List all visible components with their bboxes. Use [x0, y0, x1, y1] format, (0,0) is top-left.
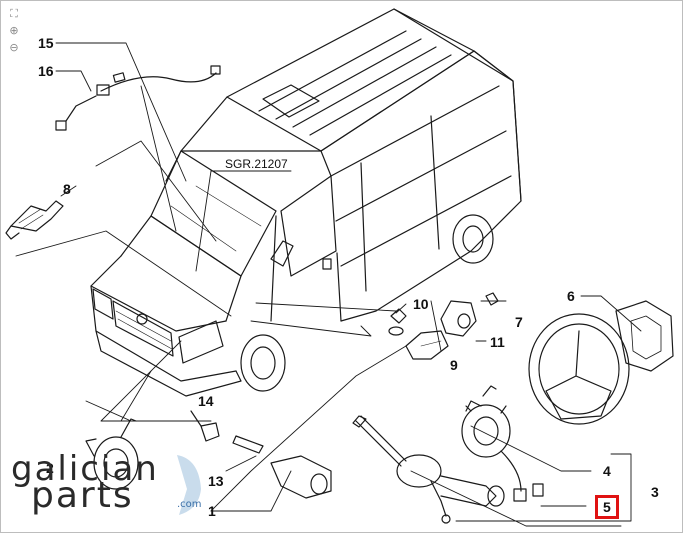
part-15-16-harness: [55, 65, 221, 131]
callout-6[interactable]: 6: [567, 288, 575, 304]
logo-line1: galician: [11, 449, 159, 489]
callout-3[interactable]: 3: [651, 484, 659, 500]
part-11-lamp: [440, 300, 477, 337]
van-illustration: [90, 8, 522, 397]
zoom-out-icon[interactable]: ⊖: [9, 41, 19, 54]
callout-5-highlighted[interactable]: 5: [595, 495, 619, 519]
leader-lines: [15, 42, 642, 527]
steering-wheel: [528, 313, 630, 425]
part-1-connector: [270, 455, 332, 499]
expand-icon[interactable]: ⛶: [10, 7, 18, 20]
callout-16[interactable]: 16: [38, 63, 54, 79]
callout-7[interactable]: 7: [515, 314, 523, 330]
part-6-airbag: [615, 300, 674, 372]
part-10-bulb: [388, 308, 407, 336]
part-4-clockspring: [461, 385, 544, 502]
callout-13[interactable]: 13: [208, 473, 224, 489]
logo-swoosh: [177, 455, 201, 515]
part-8-sensor: [5, 200, 64, 240]
part-3-combination-switch: [352, 415, 505, 524]
callout-2[interactable]: 2: [46, 460, 54, 476]
logo-line2: parts: [31, 475, 134, 516]
callout-9[interactable]: 9: [450, 357, 458, 373]
zoom-in-icon[interactable]: ⊕: [9, 24, 19, 37]
galician-parts-logo: galician parts .com: [9, 449, 209, 519]
logo-suffix: .com: [177, 499, 202, 510]
part-14-plug: [190, 410, 220, 442]
reference-label: SGR.21207: [225, 157, 288, 171]
callout-15[interactable]: 15: [38, 35, 54, 51]
part-7-bulb: [485, 292, 499, 306]
callout-1[interactable]: 1: [208, 503, 216, 519]
callout-4[interactable]: 4: [603, 463, 611, 479]
callout-11[interactable]: 11: [490, 334, 505, 350]
part-2-horn: [85, 418, 139, 490]
part-9-repeater: [405, 330, 449, 360]
part-13-relay: [232, 435, 264, 454]
callout-14[interactable]: 14: [198, 393, 214, 409]
callout-10[interactable]: 10: [413, 296, 429, 312]
callout-8[interactable]: 8: [63, 181, 71, 197]
